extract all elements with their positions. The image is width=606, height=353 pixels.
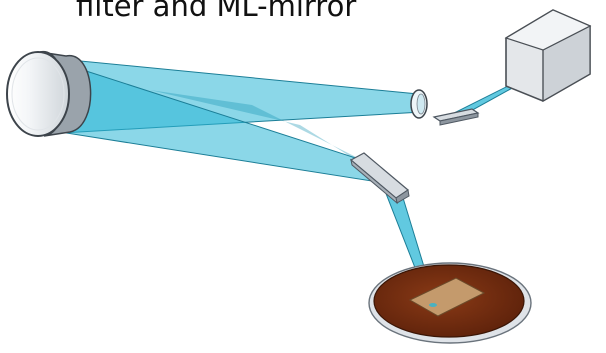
euv-source bbox=[506, 10, 590, 101]
folding-mirror-small bbox=[434, 109, 478, 125]
primary-mirror bbox=[7, 52, 91, 136]
wafer bbox=[369, 263, 531, 343]
spectral-filter bbox=[411, 90, 427, 118]
